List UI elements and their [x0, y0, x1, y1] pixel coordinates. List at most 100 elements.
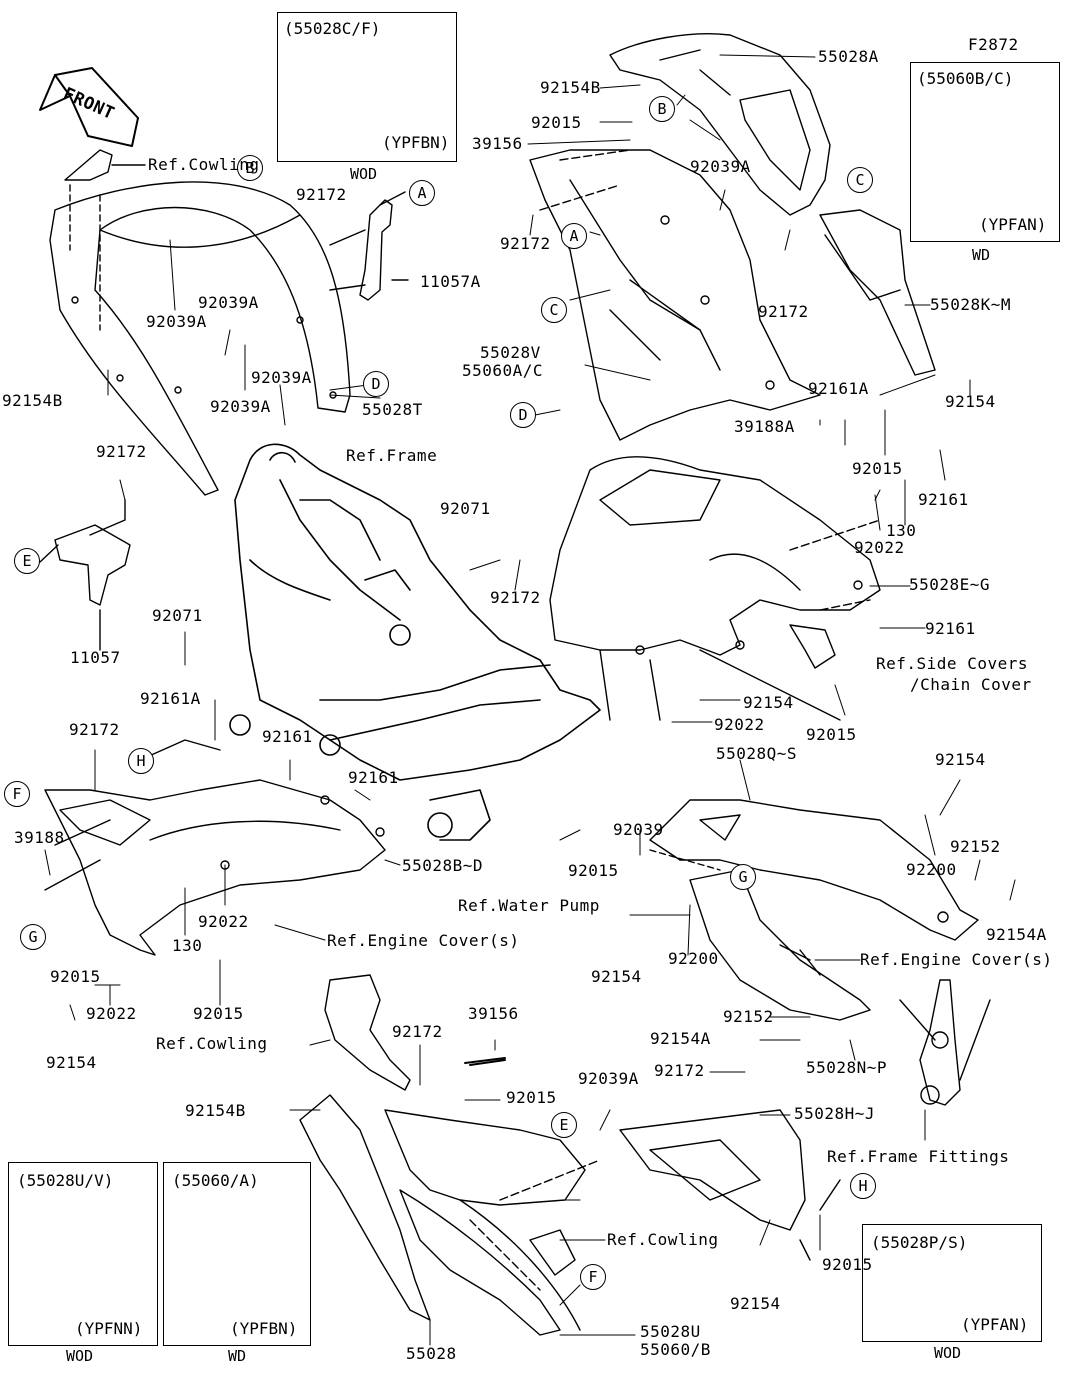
part-label: 92015	[822, 1255, 873, 1274]
inset-caption: WOD	[350, 165, 378, 183]
part-label: 92154A	[650, 1029, 711, 1048]
part-label: 92039	[613, 820, 664, 839]
inset-55028cf: (55028C/F) (YPFBN)	[277, 12, 457, 162]
ref-circle-c: C	[847, 167, 873, 193]
ref-circle-g2: G	[730, 864, 756, 890]
part-label: 92154	[743, 693, 794, 712]
part-label: 92015	[852, 459, 903, 478]
inset-55060bc: (55060B/C) (YPFAN)	[910, 62, 1060, 242]
inset-title: (55028C/F)	[284, 19, 381, 38]
part-label: 92154	[730, 1294, 781, 1313]
frame-shape	[229, 443, 601, 841]
part-label: 92039A	[146, 312, 207, 331]
part-label: 92015	[50, 967, 101, 986]
part-label: 92172	[392, 1022, 443, 1041]
part-label: 55028N~P	[806, 1058, 888, 1077]
part-label: 55028B~D	[402, 856, 484, 875]
ref-engine-cover-label-2: Ref.Engine Cover(s)	[860, 950, 1053, 969]
inset-variant: (YPFNN)	[75, 1319, 143, 1338]
ref-cowling-label-2: Ref.Cowling	[156, 1034, 268, 1053]
part-label: 92071	[152, 606, 203, 625]
part-label: 92039A	[578, 1069, 639, 1088]
part-label: 92172	[490, 588, 541, 607]
ref-circle-f: F	[4, 781, 30, 807]
ref-circle-e2: E	[551, 1112, 577, 1138]
part-label: 55028U	[640, 1322, 701, 1341]
ref-circle-e: E	[14, 548, 40, 574]
part-label: 55028V	[480, 343, 541, 362]
ref-circle-c2: C	[541, 297, 567, 323]
bottom-cowls-shape	[299, 974, 806, 1336]
inset-caption: WD	[228, 1347, 247, 1365]
ref-circle-g: G	[20, 924, 46, 950]
part-label: 55028K~M	[930, 295, 1012, 314]
part-label: 55028E~G	[909, 575, 991, 594]
part-label: 92161	[925, 619, 976, 638]
part-label: 11057A	[420, 272, 481, 291]
ref-circle-h2: H	[850, 1173, 876, 1199]
front-arrow-icon	[39, 67, 139, 147]
ref-water-pump-label: Ref.Water Pump	[458, 896, 600, 915]
part-label: 92071	[440, 499, 491, 518]
ref-engine-cover-label: Ref.Engine Cover(s)	[327, 931, 520, 950]
part-label: 55028T	[362, 400, 423, 419]
ref-circle-a2: A	[561, 223, 587, 249]
inset-55060a: (55060/A) (YPFBN)	[163, 1162, 311, 1346]
part-label: 92161	[918, 490, 969, 509]
part-label: 92172	[296, 185, 347, 204]
part-label: 92039A	[690, 157, 751, 176]
inset-title: (55028U/V)	[17, 1171, 114, 1190]
part-label: 92172	[500, 234, 551, 253]
part-label: 92161	[262, 727, 313, 746]
ref-circle-d2: D	[510, 402, 536, 428]
part-label: 92152	[950, 837, 1001, 856]
part-label: 92154B	[2, 391, 63, 410]
part-label: 92015	[568, 861, 619, 880]
part-label: 92022	[86, 1004, 137, 1023]
part-label: 92200	[668, 949, 719, 968]
part-label: 92022	[854, 538, 905, 557]
part-label: 55060A/C	[462, 361, 544, 380]
part-label: 130	[886, 521, 917, 540]
part-label: 92154B	[185, 1101, 246, 1120]
part-label: 92154B	[540, 78, 601, 97]
ref-circle-h: H	[128, 748, 154, 774]
ref-circle-b2: B	[649, 96, 675, 122]
part-label: 92152	[723, 1007, 774, 1026]
part-label: 39156	[468, 1004, 519, 1023]
part-label: 92154	[935, 750, 986, 769]
part-label: 92022	[198, 912, 249, 931]
part-label: 130	[172, 936, 203, 955]
ref-side-covers-label: Ref.Side Covers	[876, 654, 1028, 673]
part-label: 92039A	[210, 397, 271, 416]
inset-title: (55060/A)	[172, 1171, 259, 1190]
part-label: 92015	[531, 113, 582, 132]
part-label: 92172	[654, 1061, 705, 1080]
upper-left-cowl-shape	[49, 181, 351, 496]
chain-cover-label: /Chain Cover	[910, 675, 1032, 694]
inset-55028uv: (55028U/V) (YPFNN)	[8, 1162, 158, 1346]
part-label: 92039A	[251, 368, 312, 387]
part-label: 39188A	[734, 417, 795, 436]
part-label: 11057	[70, 648, 121, 667]
middle-side-cowl-shape	[549, 456, 881, 656]
figure-id: F2872	[968, 35, 1019, 54]
ref-circle-f2: F	[580, 1264, 606, 1290]
part-label: 92172	[96, 442, 147, 461]
inset-variant: (YPFAN)	[961, 1315, 1029, 1334]
part-label: 92172	[69, 720, 120, 739]
lower-left-cowl-shape	[44, 779, 386, 956]
inset-caption: WD	[972, 246, 991, 264]
part-label: 55028	[406, 1344, 457, 1363]
leader-lines	[44, 54, 1016, 1346]
inset-title: (55028P/S)	[871, 1233, 968, 1252]
part-label: 92154A	[986, 925, 1047, 944]
part-label: 92161	[348, 768, 399, 787]
part-label: 92161A	[140, 689, 201, 708]
part-label: 92015	[193, 1004, 244, 1023]
ref-circle-a: A	[409, 180, 435, 206]
inset-variant: (YPFBN)	[230, 1319, 298, 1338]
ref-circle-b: B	[237, 155, 263, 181]
part-label: 92154	[591, 967, 642, 986]
